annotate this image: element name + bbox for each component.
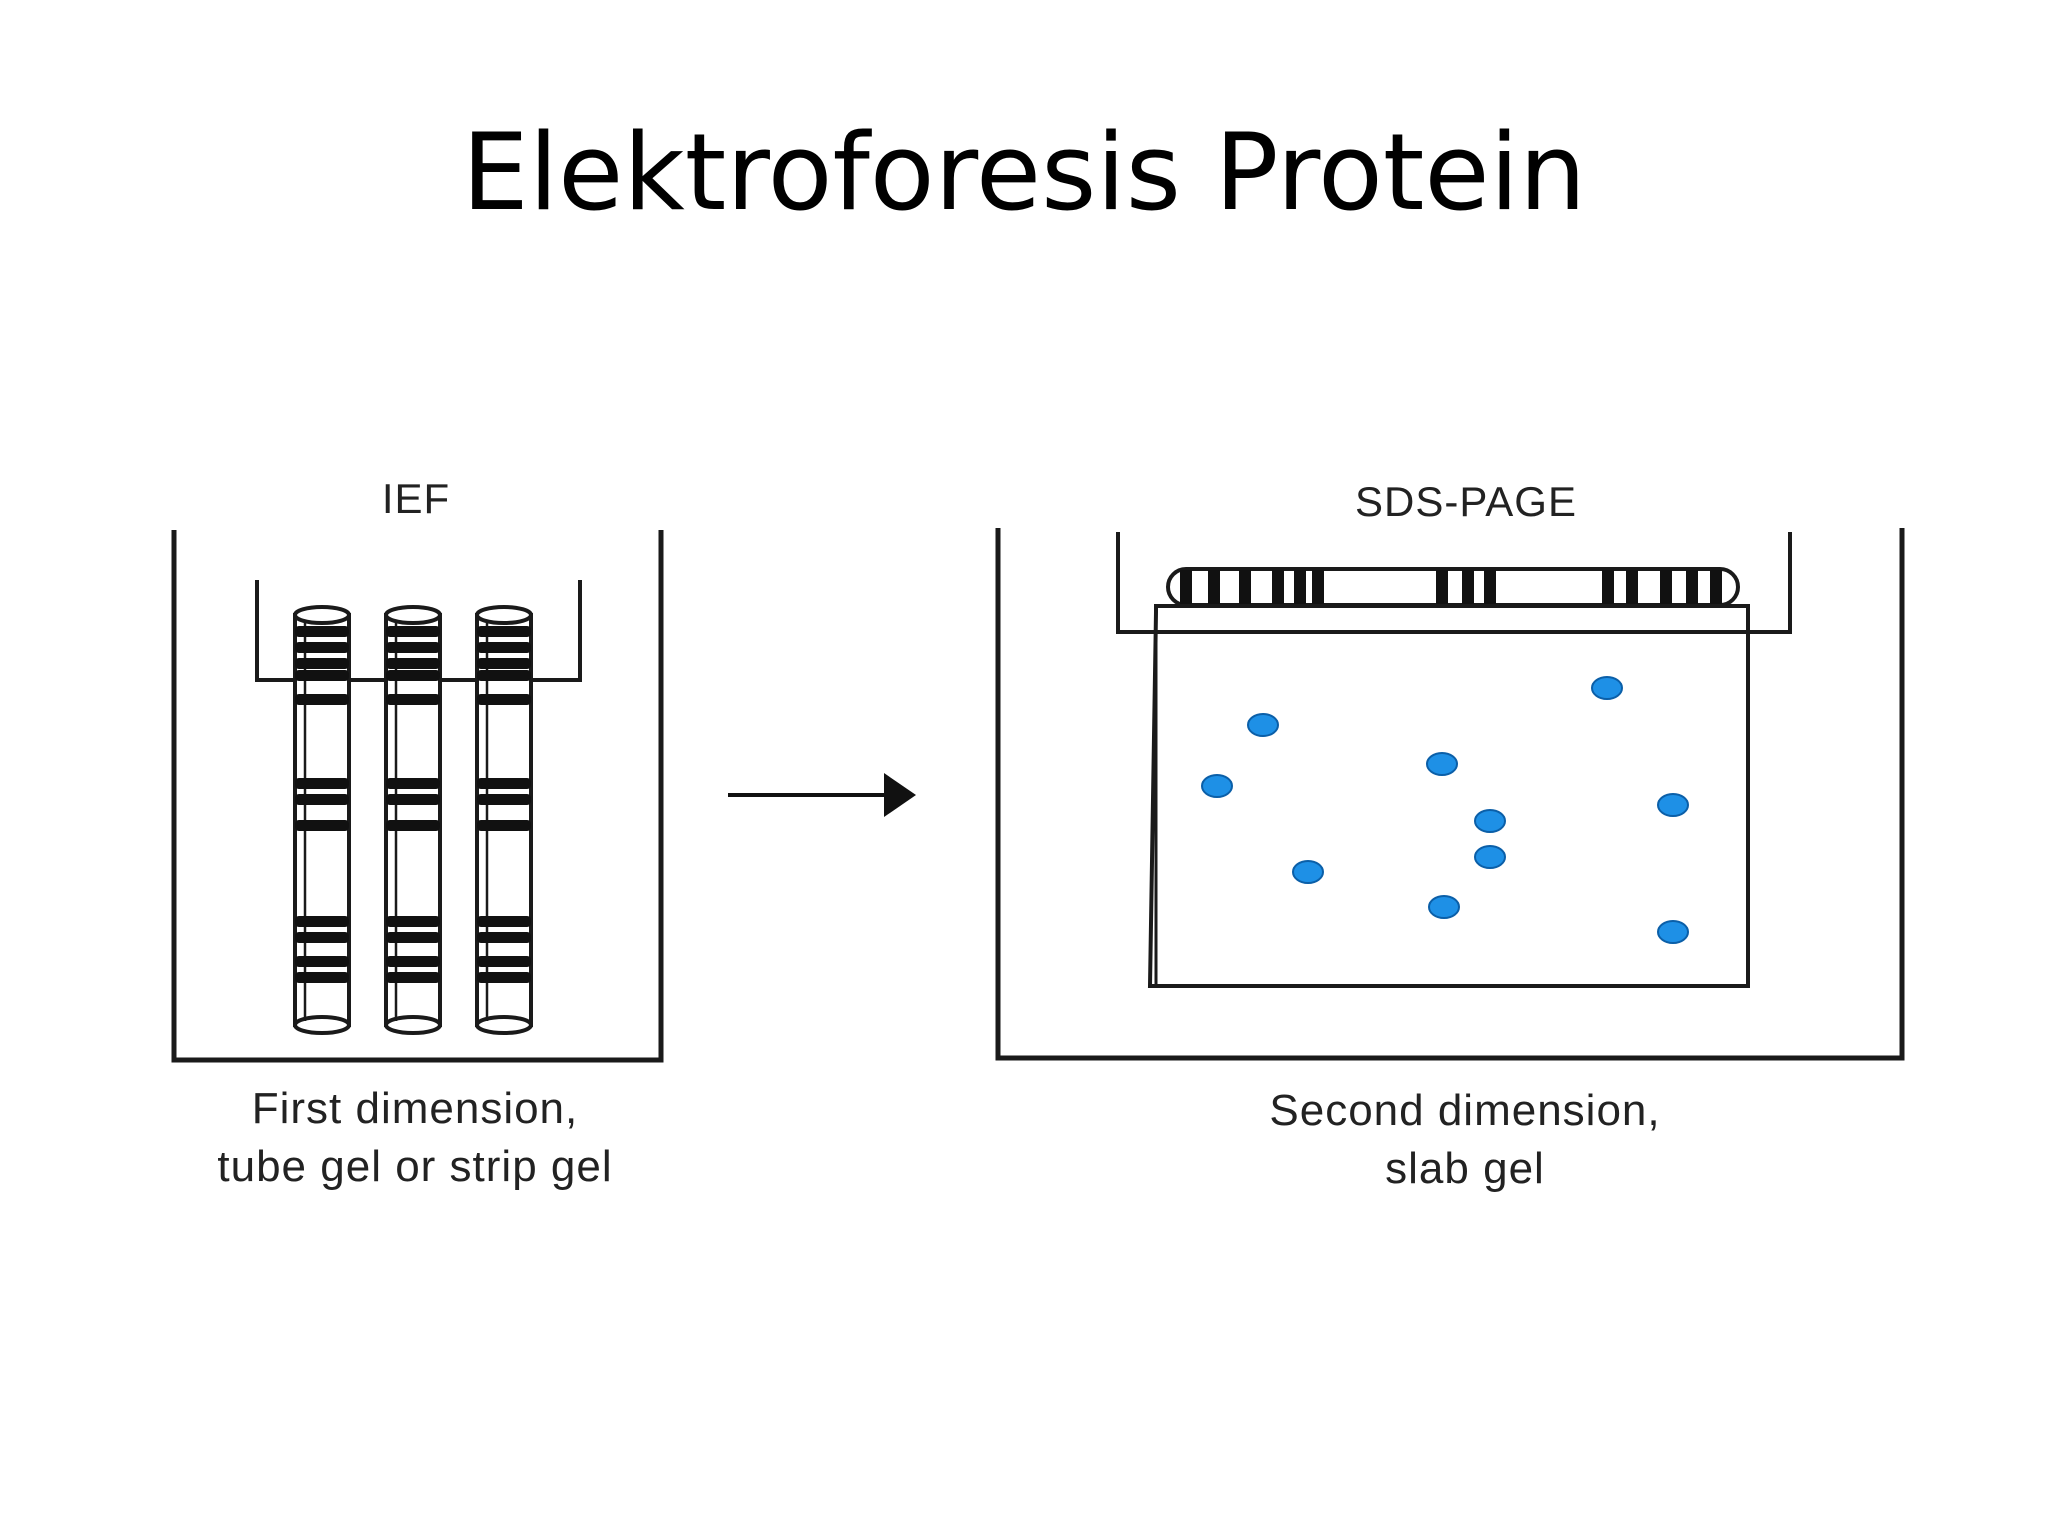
- protein-band: [386, 670, 440, 681]
- protein-spot: [1474, 845, 1506, 869]
- protein-spot: [1247, 713, 1279, 737]
- sds-page-label: SDS-PAGE: [1355, 478, 1577, 525]
- strip-band: [1272, 570, 1284, 604]
- protein-band: [386, 956, 440, 967]
- ief-tank: [171, 530, 664, 1063]
- protein-band: [386, 794, 440, 805]
- protein-spot: [1474, 809, 1506, 833]
- strip-band: [1208, 570, 1220, 604]
- strip-band: [1239, 570, 1251, 604]
- sds-tank: [995, 528, 1905, 1061]
- strip-band: [1436, 570, 1448, 604]
- protein-band: [386, 820, 440, 831]
- protein-band: [477, 642, 531, 653]
- second-dimension-caption: Second dimension, slab gel: [1150, 1082, 1780, 1198]
- protein-band: [295, 972, 349, 983]
- protein-band: [295, 820, 349, 831]
- protein-band: [295, 626, 349, 637]
- strip-band: [1462, 570, 1474, 604]
- first-dimension-caption-line2: tube gel or strip gel: [217, 1142, 613, 1191]
- first-dimension-caption-line1: First dimension,: [251, 1084, 579, 1133]
- protein-band: [477, 820, 531, 831]
- strip-band: [1602, 570, 1614, 604]
- protein-band: [477, 916, 531, 927]
- protein-band: [477, 956, 531, 967]
- ief-tube: [293, 605, 351, 1035]
- protein-band: [477, 658, 531, 669]
- ief-tube: [384, 605, 442, 1035]
- strip-band: [1626, 570, 1638, 604]
- protein-spots: [1201, 676, 1689, 944]
- protein-spot: [1428, 895, 1460, 919]
- protein-band: [477, 626, 531, 637]
- protein-band: [295, 916, 349, 927]
- protein-band: [386, 778, 440, 789]
- protein-spot: [1591, 676, 1623, 700]
- ief-label: IEF: [381, 475, 451, 522]
- protein-band: [295, 694, 349, 705]
- protein-band: [477, 778, 531, 789]
- protein-band: [295, 658, 349, 669]
- protein-band: [386, 658, 440, 669]
- protein-band: [386, 916, 440, 927]
- protein-spot: [1657, 793, 1689, 817]
- protein-band: [295, 956, 349, 967]
- protein-band: [477, 932, 531, 943]
- protein-band: [477, 694, 531, 705]
- protein-band: [295, 642, 349, 653]
- strip-band: [1710, 570, 1722, 604]
- second-dimension-caption-line1: Second dimension,: [1269, 1086, 1661, 1135]
- protein-band: [477, 794, 531, 805]
- second-dimension-caption-line2: slab gel: [1385, 1144, 1545, 1193]
- slide-title: Elektroforesis Protein: [461, 111, 1587, 234]
- strip-band: [1686, 570, 1698, 604]
- protein-band: [386, 932, 440, 943]
- protein-band: [477, 972, 531, 983]
- protein-band: [386, 626, 440, 637]
- protein-spot: [1292, 860, 1324, 884]
- strip-band: [1312, 570, 1324, 604]
- strip-band: [1180, 570, 1192, 604]
- protein-band: [295, 778, 349, 789]
- protein-spot: [1657, 920, 1689, 944]
- strip-band: [1484, 570, 1496, 604]
- protein-band: [295, 932, 349, 943]
- first-dimension-caption: First dimension, tube gel or strip gel: [110, 1080, 720, 1196]
- ief-tubes: [293, 605, 533, 1035]
- protein-spot: [1201, 774, 1233, 798]
- protein-spot: [1426, 752, 1458, 776]
- sds-buffer-reservoir: [1116, 532, 1792, 634]
- protein-band: [386, 972, 440, 983]
- protein-band: [477, 670, 531, 681]
- ief-tube: [475, 605, 533, 1035]
- strip-band: [1294, 570, 1306, 604]
- protein-band: [386, 694, 440, 705]
- protein-band: [295, 794, 349, 805]
- protein-band: [295, 670, 349, 681]
- strip-band: [1660, 570, 1672, 604]
- protein-band: [386, 642, 440, 653]
- ief-strip: [1166, 567, 1740, 607]
- arrow-icon: [728, 773, 916, 817]
